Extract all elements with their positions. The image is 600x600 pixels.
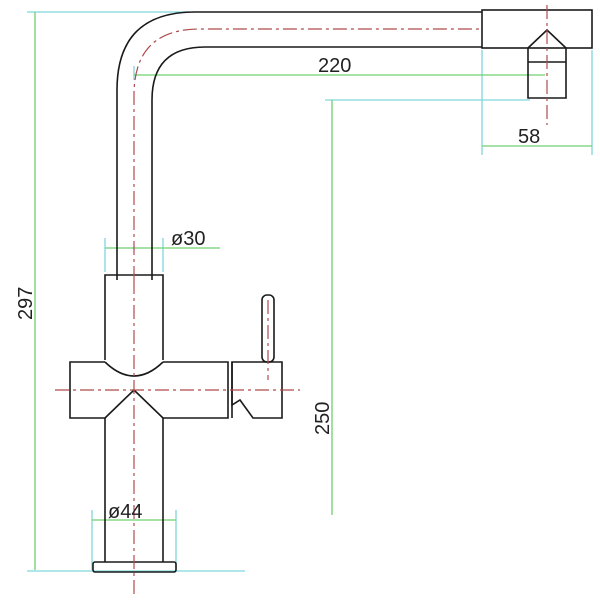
dim-label-base-diameter: ø44 [108, 501, 142, 523]
extension-lines [27, 11, 593, 572]
dim-label-upper-pipe-diameter: ø30 [171, 228, 205, 250]
dim-label-spout-height: 250 [312, 402, 334, 435]
dim-label-total-height: 297 [15, 287, 37, 320]
faucet-outline [69, 9, 593, 573]
centerlines [55, 5, 548, 595]
dim-label-spout-reach: 220 [318, 55, 351, 77]
dimension-lines [34, 12, 592, 570]
dim-label-spout-head-width: 58 [518, 126, 540, 148]
